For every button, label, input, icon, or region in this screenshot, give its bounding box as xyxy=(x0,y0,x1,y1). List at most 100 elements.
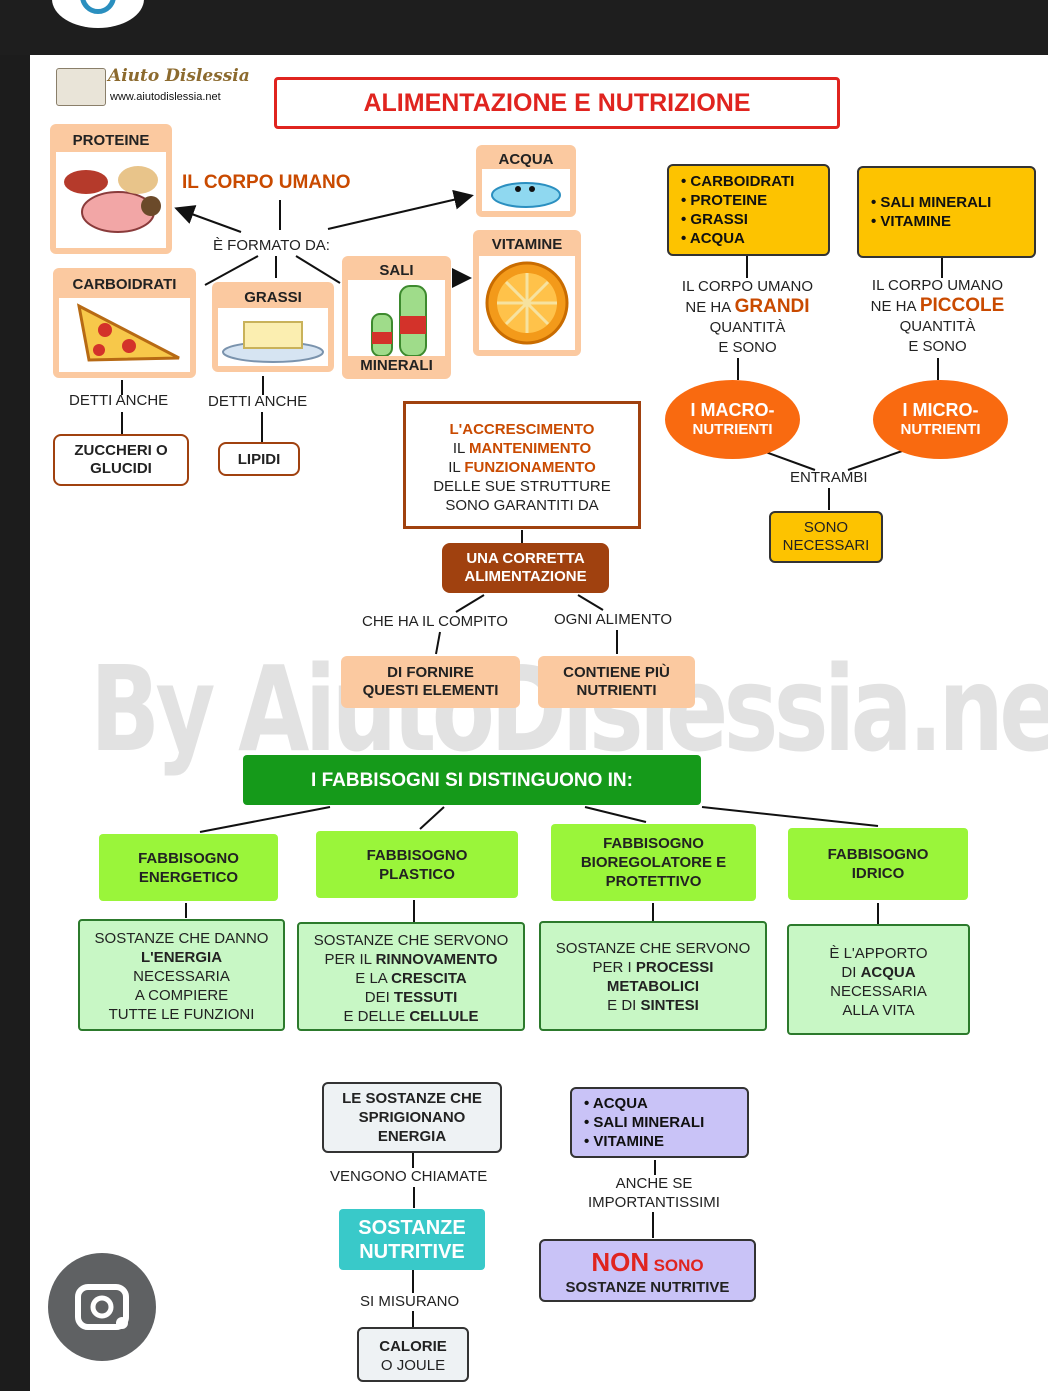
camera-search-icon xyxy=(75,1284,129,1330)
sono-necessari-text: SONO NECESSARI xyxy=(782,519,870,554)
fabbisogno-energetico-text: FABBISOGNO ENERGETICO xyxy=(138,849,239,886)
acqua-label: ACQUA xyxy=(498,151,554,168)
fabbisogno-bioregolatore-text: FABBISOGNO BIOREGOLATORE E PROTETTIVO xyxy=(580,835,727,890)
non-item-1: • ACQUA xyxy=(584,1095,648,1112)
desc1-line3: NECESSARIA xyxy=(133,968,230,985)
top-bar xyxy=(0,0,1048,55)
fabbisogni-title-text: I FABBISOGNI SI DISTINGUONO IN: xyxy=(311,769,633,791)
page-title-text: ALIMENTAZIONE E NUTRIZIONE xyxy=(363,88,751,117)
sostanze-energia-text: LE SOSTANZE CHE SPRIGIONANO ENERGIA xyxy=(342,1090,482,1145)
accrescimento-line4: DELLE SUE STRUTTURE xyxy=(433,478,611,495)
acqua-box: ACQUA xyxy=(476,145,576,217)
logo-book-icon xyxy=(56,68,106,106)
orange-icon xyxy=(479,256,575,350)
anche-se-line2: IMPORTANTISSIMI xyxy=(588,1194,720,1211)
corpo-umano-label: IL CORPO UMANO xyxy=(182,172,351,193)
micro-oval-line2: NUTRIENTI xyxy=(900,420,981,438)
macronutrienti-oval: I MACRO- NUTRIENTI xyxy=(665,380,800,459)
fabbisogno-idrico-text: FABBISOGNO IDRICO xyxy=(827,846,929,882)
desc2-line3: E LA CRESCITA xyxy=(355,970,467,987)
fornire-box: DI FORNIRE QUESTI ELEMENTI xyxy=(341,656,520,708)
micro-oval-line1: I MICRO- xyxy=(902,399,979,420)
ogni-alimento-label: OGNI ALIMENTO xyxy=(554,611,673,628)
macro-desc-line1: IL CORPO UMANO xyxy=(681,278,814,295)
fabbisogno-plastico-text: FABBISOGNO PLASTICO xyxy=(366,846,468,883)
vengono-chiamate-label: VENGONO CHIAMATE xyxy=(330,1168,488,1185)
micro-list-box: • SALI MINERALI • VITAMINE xyxy=(857,166,1036,258)
vitamine-label: VITAMINE xyxy=(491,236,563,253)
fabbisogni-title-box: I FABBISOGNI SI DISTINGUONO IN: xyxy=(243,755,701,805)
desc3-line3: METABOLICI xyxy=(606,978,700,995)
carboidrati-label: CARBOIDRATI xyxy=(72,276,177,293)
lipidi-box: LIPIDI xyxy=(218,442,300,476)
macro-item-4: • ACQUA xyxy=(681,230,745,247)
micro-description: IL CORPO UMANO NE HA PICCOLE QUANTITÀ E … xyxy=(850,276,1025,357)
desc1-line2: L'ENERGIA xyxy=(140,949,223,966)
site-logo: Aiuto Dislessia www.aiutodislessia.net xyxy=(56,64,250,108)
macro-oval-line2: NUTRIENTI xyxy=(692,420,773,438)
detti-anche-2: DETTI ANCHE xyxy=(208,393,308,410)
page-title: ALIMENTAZIONE E NUTRIZIONE xyxy=(274,77,840,129)
desc4-line2: DI ACQUA xyxy=(841,964,916,981)
lens-button[interactable] xyxy=(48,1253,156,1361)
contiene-box: CONTIENE PIÙ NUTRIENTI xyxy=(538,656,695,708)
sostanze-nutritive-box: SOSTANZE NUTRITIVE xyxy=(339,1209,485,1270)
desc1-line5: TUTTE LE FUNZIONI xyxy=(108,1006,255,1023)
desc3-line1: SOSTANZE CHE SERVONO xyxy=(555,940,751,957)
sostanze-nutritive-text: SOSTANZE NUTRITIVE xyxy=(358,1216,466,1263)
micro-item-2: • VITAMINE xyxy=(871,213,951,230)
calorie-box: CALORIE O JOULE xyxy=(357,1327,469,1382)
contiene-text: CONTIENE PIÙ NUTRIENTI xyxy=(563,664,670,699)
lipidi-text: LIPIDI xyxy=(237,450,281,468)
vitamine-box: VITAMINE xyxy=(473,230,581,356)
formato-da-label: È FORMATO DA: xyxy=(213,237,330,254)
app-logo-icon[interactable] xyxy=(52,0,144,28)
micro-desc-line1: IL CORPO UMANO xyxy=(871,277,1004,294)
calorie-line2: O JOULE xyxy=(380,1357,446,1374)
macro-item-1: • CARBOIDRATI xyxy=(681,173,795,190)
accrescimento-box: L'ACCRESCIMENTO IL MANTENIMENTO IL FUNZI… xyxy=(403,401,641,529)
sostanze-energia-box: LE SOSTANZE CHE SPRIGIONANO ENERGIA xyxy=(322,1082,502,1153)
desc4-line3: NECESSARIA xyxy=(830,983,927,1000)
sono-necessari-box: SONO NECESSARI xyxy=(769,511,883,563)
proteine-label: PROTEINE xyxy=(72,132,150,149)
accrescimento-line1: L'ACCRESCIMENTO xyxy=(449,421,595,438)
bottles-icon xyxy=(348,280,445,356)
desc1-line1: SOSTANZE CHE DANNO xyxy=(94,930,269,947)
macro-oval-line1: I MACRO- xyxy=(690,399,775,420)
desc-plastico-box: SOSTANZE CHE SERVONO PER IL RINNOVAMENTO… xyxy=(297,922,525,1031)
calorie-line1: CALORIE xyxy=(379,1338,447,1355)
macro-item-3: • GRASSI xyxy=(681,211,748,228)
sali-label: SALI xyxy=(379,262,414,279)
sali-minerali-box: SALI MINERALI xyxy=(342,256,451,379)
anche-se-label: ANCHE SE IMPORTANTISSIMI xyxy=(570,1174,738,1212)
non-nutritive-list-box: • ACQUA • SALI MINERALI • VITAMINE xyxy=(570,1087,749,1158)
non-sono-line2: SOSTANZE NUTRITIVE xyxy=(565,1279,730,1296)
desc2-line2: PER IL RINNOVAMENTO xyxy=(324,951,498,968)
water-drop-icon xyxy=(482,169,570,211)
accrescimento-line5: SONO GARANTITI DA xyxy=(445,497,599,514)
zuccheri-text: ZUCCHERI O GLUCIDI xyxy=(74,442,168,477)
anche-se-line1: ANCHE SE xyxy=(615,1175,693,1192)
desc2-line4: DEI TESSUTI xyxy=(364,989,458,1006)
detti-anche-1: DETTI ANCHE xyxy=(69,392,169,409)
micro-item-1: • SALI MINERALI xyxy=(871,194,992,211)
carboidrati-box: CARBOIDRATI xyxy=(53,268,196,378)
non-item-2: • SALI MINERALI xyxy=(584,1114,705,1131)
micro-desc-line3: QUANTITÀ xyxy=(899,318,976,335)
corretta-text: UNA CORRETTA ALIMENTAZIONE xyxy=(464,550,587,585)
desc4-line1: È L'APPORTO xyxy=(829,945,928,962)
macro-desc-line2: NE HA GRANDI xyxy=(685,296,810,317)
micro-desc-line4: E SONO xyxy=(908,338,967,355)
macro-list-box: • CARBOIDRATI • PROTEINE • GRASSI • ACQU… xyxy=(667,164,830,256)
corretta-alimentazione-box: UNA CORRETTA ALIMENTAZIONE xyxy=(442,543,609,593)
meat-icon xyxy=(56,152,166,248)
pizza-icon xyxy=(59,298,190,372)
desc3-line4: E DI SINTESI xyxy=(607,997,699,1014)
macro-item-2: • PROTEINE xyxy=(681,192,768,209)
grassi-box: GRASSI xyxy=(212,282,334,372)
non-sono-box: NON SONO SOSTANZE NUTRITIVE xyxy=(539,1239,756,1302)
macro-desc-line4: E SONO xyxy=(718,339,777,356)
si-misurano-label: SI MISURANO xyxy=(360,1293,460,1310)
fabbisogno-idrico-box: FABBISOGNO IDRICO xyxy=(788,828,968,900)
